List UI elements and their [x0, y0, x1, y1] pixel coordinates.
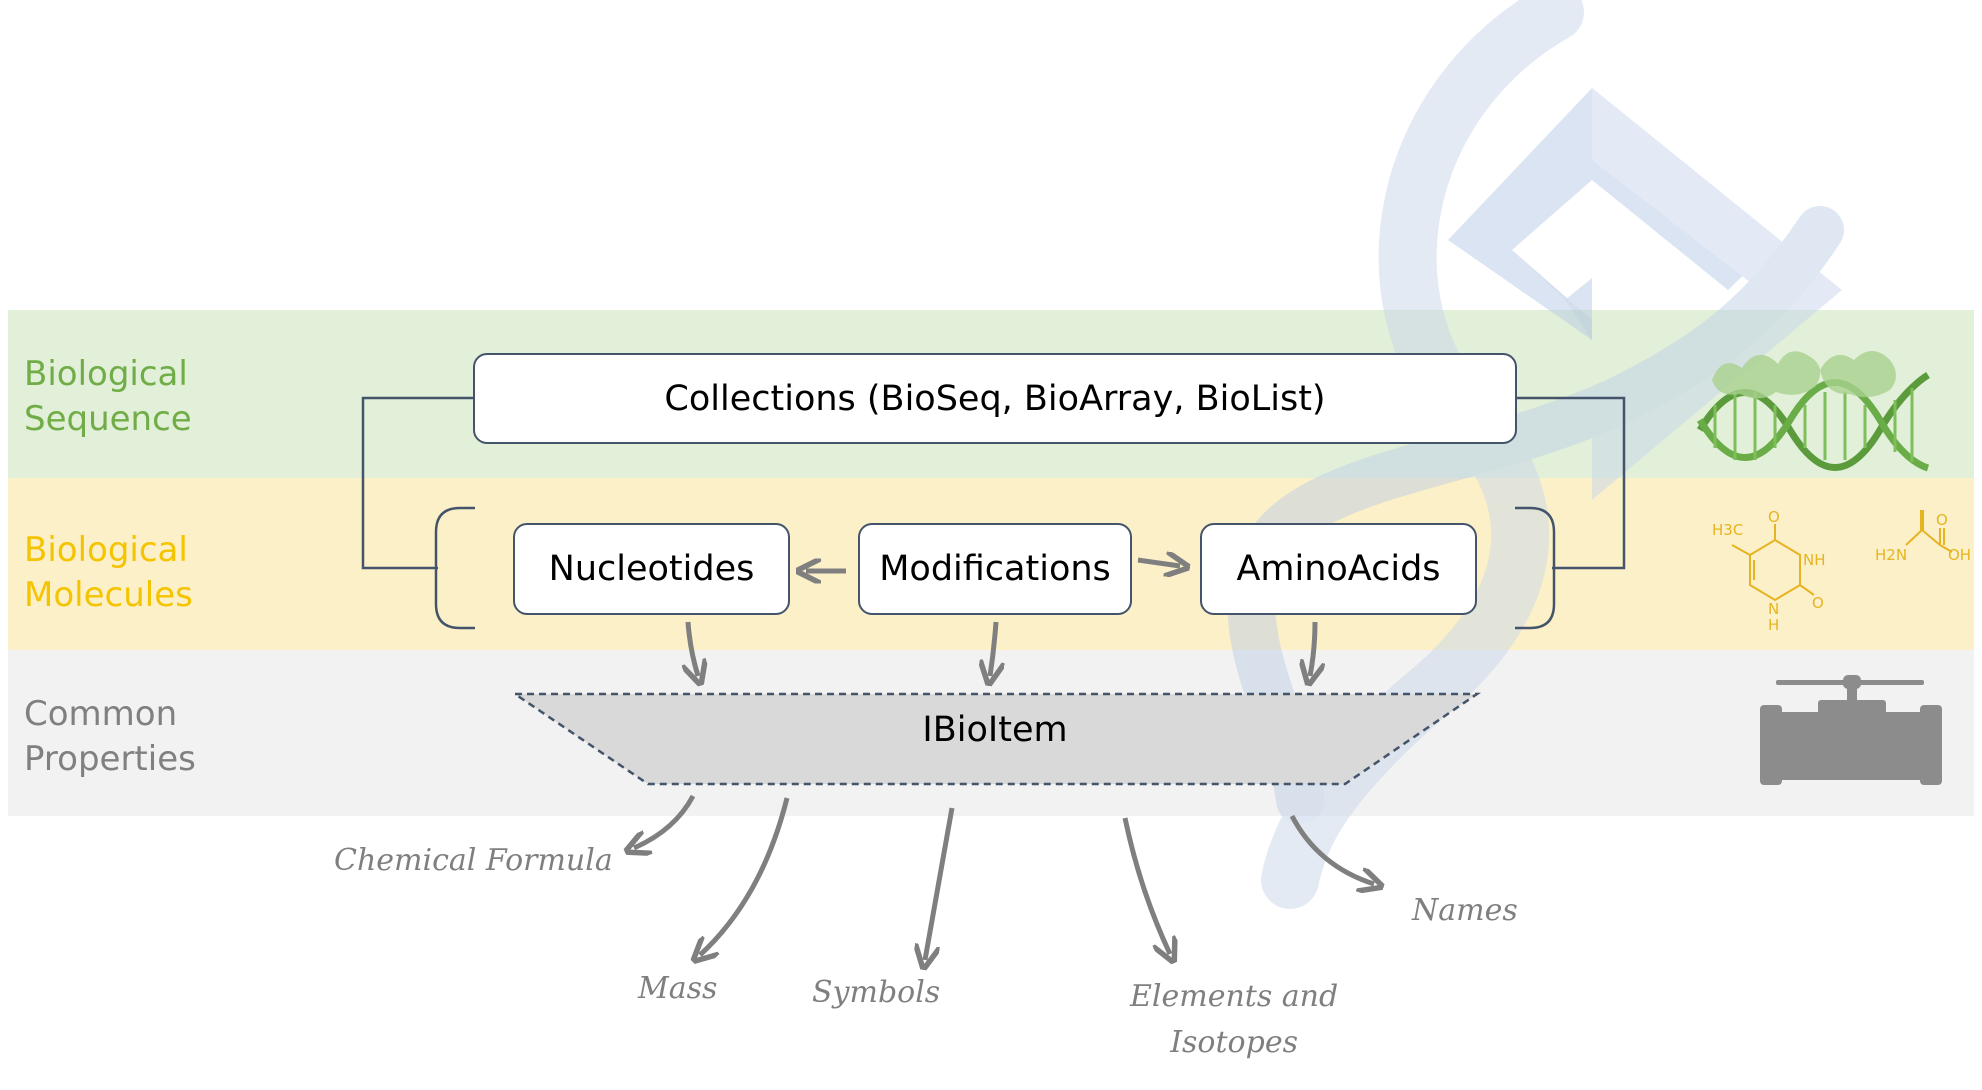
- alanine-oh: OH: [1948, 546, 1971, 564]
- thymine-h: H: [1768, 616, 1779, 634]
- ibioitem-label: IBioItem: [922, 710, 1068, 750]
- property-elements-isotopes: Elements and Isotopes: [1130, 979, 1339, 1060]
- property-names: Names: [1412, 893, 1518, 928]
- arrow-mod-to-amino: [1137, 560, 1180, 566]
- collections-box: Collections (BioSeq, BioArray, BioList): [473, 353, 1517, 444]
- alanine-structure-icon: [1905, 510, 1953, 553]
- arrow-nuc-down: [688, 621, 698, 676]
- thymine-nh: NH: [1803, 551, 1826, 569]
- arrow-chemical-formula: [634, 794, 696, 848]
- amino-acids-label: AminoAcids: [1236, 549, 1441, 589]
- nucleotides-label: Nucleotides: [548, 549, 755, 589]
- modifications-label: Modifications: [879, 549, 1111, 589]
- alanine-h2n: H2N: [1875, 546, 1907, 564]
- ibioitem-trapezoid: [510, 692, 1482, 786]
- bracket-left: [434, 506, 475, 630]
- arrow-mass: [700, 797, 790, 955]
- thymine-o-top: O: [1768, 508, 1780, 526]
- connector-right: [1517, 396, 1626, 570]
- dna-protein-icon: [1696, 351, 1930, 472]
- arrow-mod-down: [990, 621, 996, 676]
- arrow-elements: [1122, 817, 1170, 954]
- property-chemical-formula: Chemical Formula: [334, 843, 613, 878]
- molecule-structure-icon: [1731, 524, 1815, 602]
- thymine-n: N: [1768, 600, 1779, 618]
- valve-icon: [1760, 675, 1942, 785]
- alanine-o: O: [1936, 511, 1948, 529]
- arrow-symbols: [925, 807, 955, 960]
- arrow-names: [1289, 814, 1374, 884]
- nucleotides-box: Nucleotides: [513, 523, 790, 615]
- collections-label: Collections (BioSeq, BioArray, BioList): [664, 378, 1326, 419]
- thymine-o-right: O: [1812, 594, 1824, 612]
- amino-acids-box: AminoAcids: [1200, 523, 1477, 615]
- modifications-box: Modifications: [858, 523, 1132, 615]
- arrow-amino-down: [1310, 621, 1315, 676]
- thymine-h3c: H3C: [1712, 521, 1743, 539]
- property-mass: Mass: [638, 971, 718, 1006]
- property-symbols: Symbols: [812, 975, 941, 1010]
- connector-left: [361, 396, 473, 570]
- bracket-right: [1515, 506, 1556, 630]
